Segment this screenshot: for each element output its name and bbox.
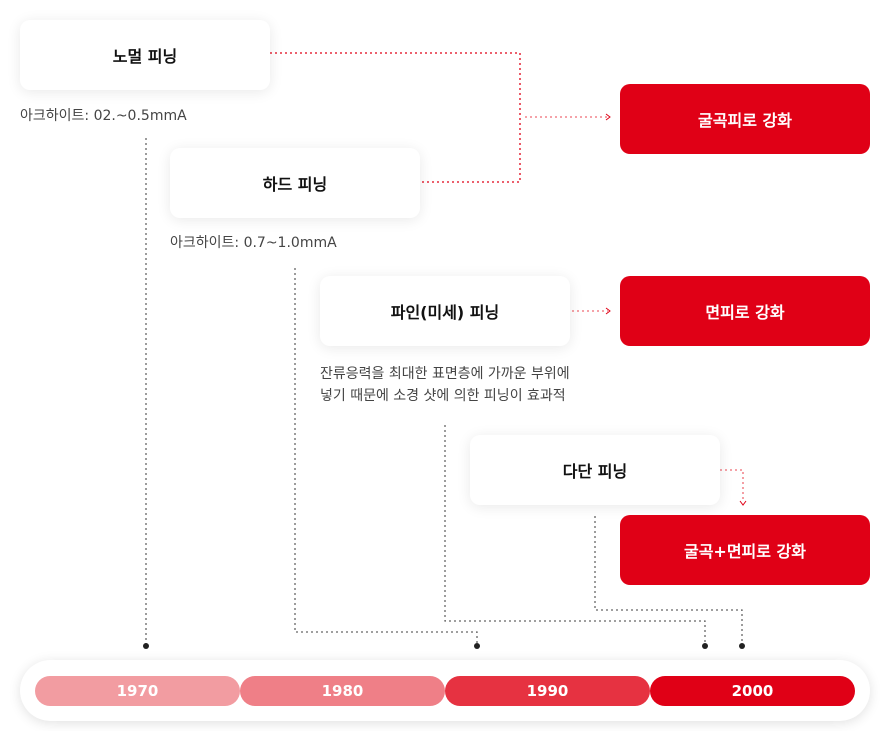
arrow-head-icon: [605, 113, 611, 121]
hard-peening-note: 아크하이트: 0.7~1.0mmA: [170, 235, 337, 251]
fine-peening-note: 잔류응력을 최대한 표면층에 가까운 부위에 넣기 때문에 소경 샷에 의한 피…: [320, 363, 570, 407]
guide-line-fine: [444, 425, 706, 644]
timeline-2000: 2000: [650, 676, 855, 706]
arrow-head-icon: [739, 500, 747, 506]
timeline-1980: 1980: [240, 676, 445, 706]
timeline-dot: [143, 643, 149, 649]
method-multi-stage-peening: 다단 피닝: [470, 435, 720, 505]
effect-combined-fatigue: 굴곡+면피로 강화: [620, 515, 870, 585]
guide-line-hard: [294, 268, 478, 644]
connector-normal-to-bending: [270, 52, 521, 183]
connector-multi-to-combined: [720, 469, 744, 502]
timeline-dot: [474, 643, 480, 649]
method-hard-peening: 하드 피닝: [170, 148, 420, 218]
method-fine-peening: 파인(미세) 피닝: [320, 276, 570, 346]
note-line: 잔류응력을 최대한 표면층에 가까운 부위에: [320, 366, 570, 382]
timeline-bar: 1970 1980 1990 2000: [20, 660, 870, 721]
note-line: 넣기 때문에 소경 샷에 의한 피닝이 효과적: [320, 388, 566, 404]
timeline-dot: [739, 643, 745, 649]
arrow-head-icon: [605, 307, 611, 315]
normal-peening-note: 아크하이트: 02.~0.5mmA: [20, 108, 187, 124]
timeline-dot: [702, 643, 708, 649]
guide-line-multi: [594, 516, 743, 644]
timeline-1970: 1970: [35, 676, 240, 706]
effect-bending-fatigue: 굴곡피로 강화: [620, 84, 870, 154]
effect-surface-fatigue: 면피로 강화: [620, 276, 870, 346]
method-normal-peening: 노멀 피닝: [20, 20, 270, 90]
timeline-1990: 1990: [445, 676, 650, 706]
